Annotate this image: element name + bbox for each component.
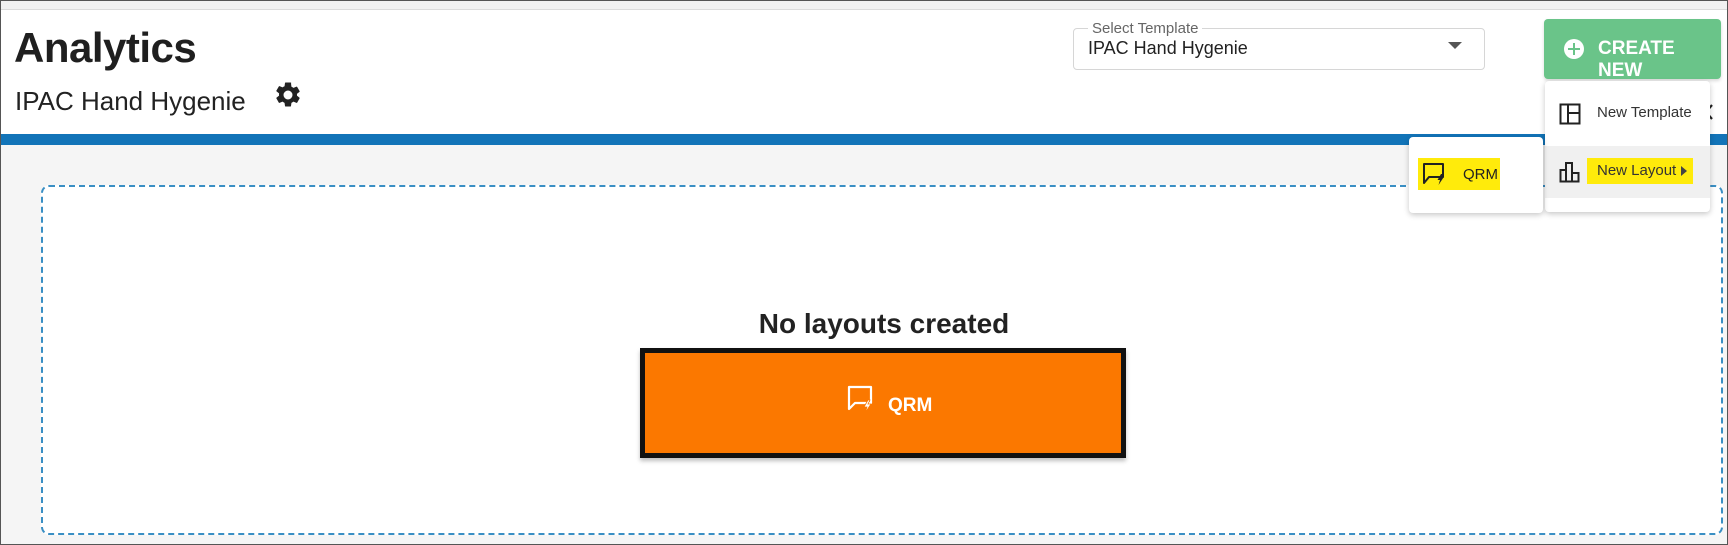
caret-right-icon	[1681, 166, 1688, 177]
page-title: Analytics	[14, 24, 197, 71]
submenu-item-qrm[interactable]: QRM	[1418, 158, 1500, 190]
qrm-module-icon	[1423, 163, 1444, 185]
highlighted-label: New Layout	[1587, 158, 1694, 184]
submenu-item-label: QRM	[1463, 166, 1498, 183]
qrm-module-icon	[847, 385, 873, 414]
qrm-module-label: QRM	[888, 395, 933, 416]
create-new-button[interactable]: CREATE NEW	[1544, 19, 1721, 81]
new-layout-submenu: QRM	[1409, 137, 1543, 213]
template-select-value: IPAC Hand Hygenie	[1088, 38, 1248, 58]
create-new-menu: New Template New Layout	[1545, 81, 1710, 212]
page-header: Analytics IPAC Hand Hygenie Select Templ…	[1, 10, 1727, 134]
top-strip	[1, 1, 1727, 10]
menu-item-label: New Template	[1597, 104, 1692, 121]
menu-item-label-wrap: New Layout	[1587, 158, 1694, 184]
gear-icon[interactable]	[273, 80, 303, 110]
menu-item-new-template[interactable]: New Template	[1545, 88, 1710, 140]
caret-down-icon[interactable]	[1448, 42, 1462, 49]
template-select-label: Select Template	[1088, 20, 1203, 37]
create-new-label: CREATE NEW	[1598, 38, 1675, 81]
page-subtitle: IPAC Hand Hygenie	[15, 86, 246, 116]
layout-template-icon	[1559, 103, 1581, 125]
new-layout-label: New Layout	[1597, 162, 1677, 179]
menu-item-new-layout[interactable]: New Layout	[1545, 146, 1710, 198]
plus-circle-icon	[1564, 39, 1584, 59]
bar-chart-icon	[1559, 162, 1580, 183]
qrm-module-button[interactable]: QRM	[640, 348, 1126, 458]
template-select[interactable]: Select Template IPAC Hand Hygenie	[1073, 20, 1485, 70]
header-accent-bar	[1, 134, 1727, 145]
empty-state-title: No layouts created	[758, 308, 1010, 339]
